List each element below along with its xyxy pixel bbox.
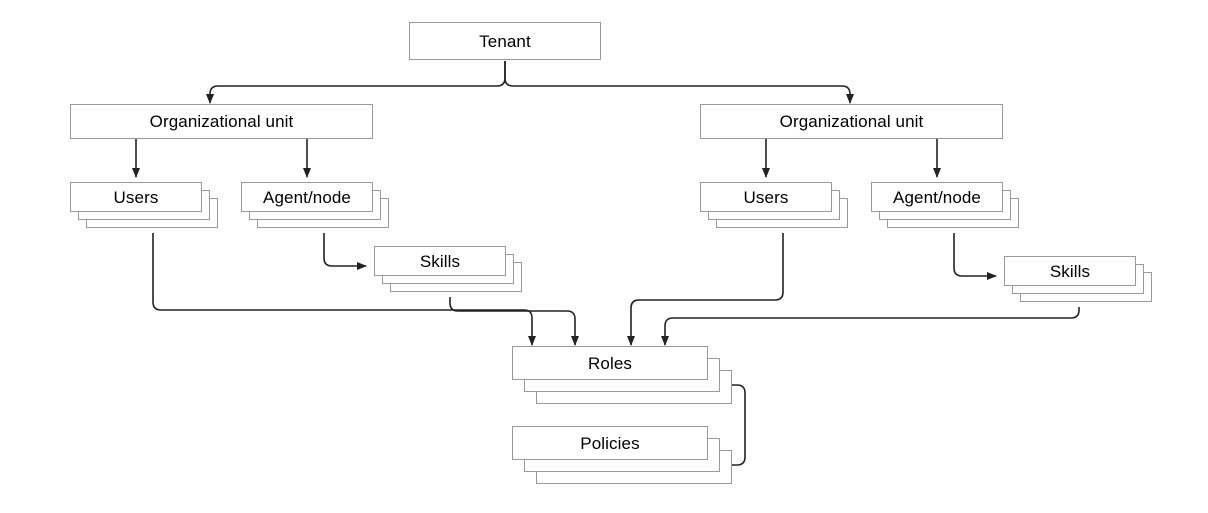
stack-layer-front[interactable]: Policies (512, 426, 708, 460)
node-agent-node-left-label: Agent/node (263, 187, 351, 207)
stack-layer-front[interactable]: Skills (374, 246, 506, 276)
node-agent-node-right-label: Agent/node (893, 187, 981, 207)
edge-skills-left-to-roles (449, 297, 579, 346)
node-org-unit-left[interactable]: Organizational unit (70, 104, 373, 139)
node-skills-left-label: Skills (419, 251, 461, 271)
node-tenant[interactable]: Tenant (409, 22, 601, 60)
node-roles-label: Roles (588, 353, 632, 373)
node-tenant-label: Tenant (479, 31, 531, 51)
stack-layer-front[interactable]: Skills (1004, 256, 1136, 286)
node-users-left[interactable]: Users (70, 182, 230, 234)
edge-agent-node-left-to-skills-left (323, 233, 367, 270)
node-users-left-label: Users (113, 187, 159, 207)
node-org-unit-left-label: Organizational unit (149, 112, 294, 131)
edge-tenant-to-org-unit-left (206, 61, 506, 104)
node-skills-right-label: Skills (1049, 261, 1091, 281)
edge-agent-node-right-to-skills-right (953, 233, 997, 280)
edge-users-right-to-roles (627, 233, 784, 346)
node-users-right[interactable]: Users (700, 182, 860, 234)
node-policies[interactable]: Policies (512, 426, 742, 484)
stack-layer-front[interactable]: Users (70, 182, 202, 212)
node-users-right-label: Users (743, 187, 789, 207)
node-roles[interactable]: Roles (512, 346, 742, 404)
node-skills-left[interactable]: Skills (374, 246, 544, 298)
stack-layer-front[interactable]: Agent/node (241, 182, 373, 212)
edge-skills-right-to-roles (661, 307, 1080, 346)
stack-layer-front[interactable]: Users (700, 182, 832, 212)
node-skills-right[interactable]: Skills (1004, 256, 1174, 308)
node-agent-node-left[interactable]: Agent/node (241, 182, 401, 234)
node-org-unit-right-label: Organizational unit (779, 112, 924, 131)
node-org-unit-right[interactable]: Organizational unit (700, 104, 1003, 139)
stack-layer-front[interactable]: Agent/node (871, 182, 1003, 212)
edge-tenant-to-org-unit-right (504, 61, 854, 104)
node-agent-node-right[interactable]: Agent/node (871, 182, 1031, 234)
node-policies-label: Policies (580, 433, 640, 453)
stack-layer-front[interactable]: Roles (512, 346, 708, 380)
